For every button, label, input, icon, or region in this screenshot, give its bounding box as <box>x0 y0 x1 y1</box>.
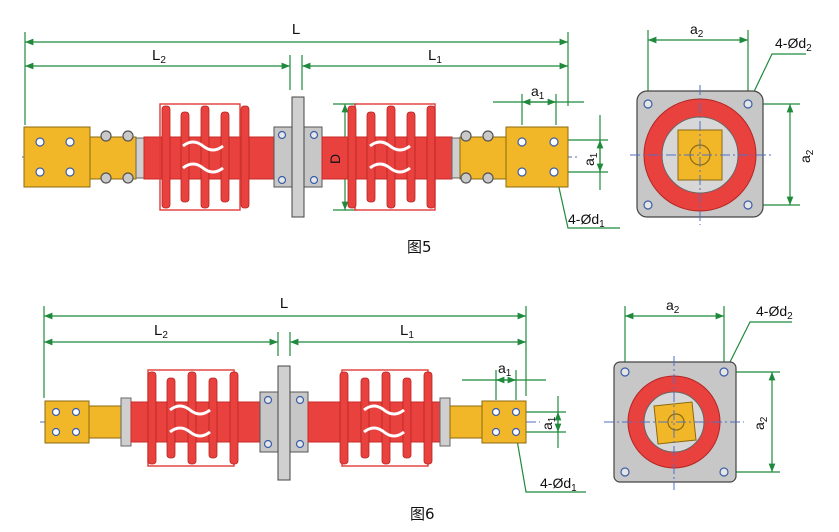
right-insulator-fig5 <box>321 103 453 211</box>
figure-6-end-view: a2 a2 4-Ød2 <box>604 297 793 490</box>
label-holes-d2-fig6: 4-Ød2 <box>756 303 793 322</box>
left-clamp-fig6 <box>88 405 122 439</box>
label-a1-top-fig5: a1 <box>531 83 545 102</box>
right-fitting-collar-fig6 <box>439 397 451 447</box>
left-fitting-collar-fig6 <box>120 397 132 447</box>
label-a2-top-fig6: a2 <box>666 297 680 316</box>
right-terminal-holes-fig5 <box>460 130 559 184</box>
flange-fig5 <box>273 96 323 218</box>
flange-fig6 <box>259 365 309 481</box>
figure-5-side-view: L L2 L1 a1 a1 D 4-Ød1 <box>22 21 620 230</box>
right-clamp-fig6 <box>449 405 483 439</box>
label-a2-top-fig5: a2 <box>690 21 704 40</box>
label-L1-fig6: L1 <box>400 322 414 341</box>
right-terminal-plate-fig5 <box>505 126 569 188</box>
label-a2-side-fig5: a2 <box>797 149 816 163</box>
label-L1-fig5: L1 <box>428 47 442 66</box>
label-L-fig5: L <box>292 21 300 38</box>
figure-5-end-view: a2 a2 4-Ød2 <box>630 21 816 225</box>
label-holes-d1-fig5: 4-Ød1 <box>568 211 605 230</box>
figure-6-caption: 图6 <box>410 505 435 523</box>
dimension-lines-fig6 <box>43 306 586 493</box>
left-terminal-plate-fig6 <box>44 400 90 444</box>
label-holes-d2-fig5: 4-Ød2 <box>775 35 812 54</box>
label-a1-top-fig6: a1 <box>498 360 512 379</box>
right-insulator-fig6 <box>307 369 441 467</box>
left-terminal-plate-fig5 <box>23 126 91 188</box>
end-plate-holes-fig5 <box>643 99 753 210</box>
label-holes-d1-fig6: 4-Ød1 <box>540 475 577 494</box>
end-view-dimensions-fig6 <box>624 306 792 473</box>
left-clamp-fig5 <box>89 136 137 180</box>
left-terminal-holes-fig6 <box>51 407 81 437</box>
end-plate-holes-fig6 <box>620 367 729 477</box>
right-terminal-holes-fig6 <box>491 407 521 437</box>
left-insulator-fig5 <box>143 103 275 211</box>
figure-5-caption: 图5 <box>407 238 432 256</box>
label-L2-fig6: L2 <box>154 322 168 341</box>
figure-6-side-view: L L2 L1 a1 a1 4-Ød1 <box>40 295 586 494</box>
right-clamp-fig5 <box>459 136 507 180</box>
left-terminal-holes-fig5 <box>35 130 134 184</box>
label-L2-fig5: L2 <box>152 47 166 66</box>
left-fitting-collar-fig5 <box>135 137 145 179</box>
label-a2-side-fig6: a2 <box>751 416 770 430</box>
label-D-fig5: D <box>327 154 343 164</box>
right-fitting-collar-fig5 <box>451 137 461 179</box>
right-terminal-plate-fig6 <box>481 400 527 444</box>
label-L-fig6: L <box>280 295 288 312</box>
label-a1-side-fig5: a1 <box>581 152 600 166</box>
label-a1-side-fig6: a1 <box>539 416 558 430</box>
left-insulator-fig6 <box>130 369 262 467</box>
